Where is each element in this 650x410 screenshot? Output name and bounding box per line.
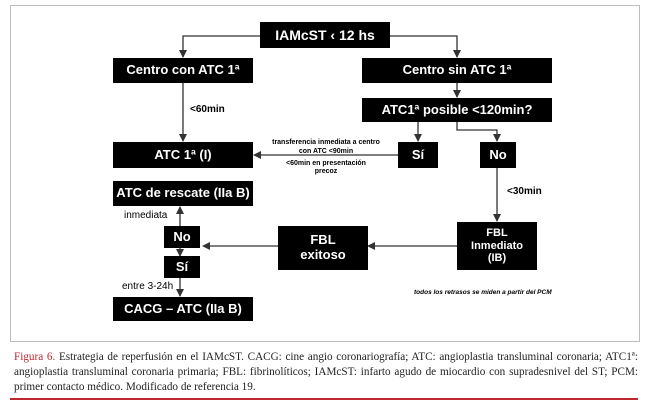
arrow-start-to-centro-con (179, 35, 260, 58)
label-lt60: <60min (190, 104, 225, 115)
node-no-mid: No (164, 226, 200, 248)
node-atc-1: ATC 1ª (I) (113, 142, 253, 168)
node-fbl-inmediato: FBL Inmediato (IB) (457, 222, 537, 270)
label-retrasos: todos los retrasos se miden a partir del… (414, 289, 552, 296)
arrow-posible-to-no (456, 122, 501, 142)
arrow-start-to-centro-sin (390, 35, 461, 58)
transfer-line3: <60min en presentación (286, 159, 366, 167)
transfer-line2: con ATC <90min (298, 147, 354, 155)
label-entre: entre 3-24h (122, 281, 174, 292)
node-centro-con-atc: Centro con ATC 1ª (113, 58, 253, 83)
node-atc-rescate: ATC de rescate (IIa B) (113, 181, 253, 206)
node-start: IAMcST ‹ 12 hs (260, 22, 390, 48)
label-transfer: transferencia inmediata a centro con ATC… (262, 139, 390, 177)
caption-rule (10, 398, 638, 400)
node-si-top: Sí (398, 142, 438, 168)
node-si-bottom: Sí (164, 256, 200, 278)
node-centro-sin-atc: Centro sin ATC 1ª (362, 58, 552, 83)
fbl-inmediato-line2: Inmediato (471, 239, 523, 252)
node-cacg: CACG – ATC (IIa B) (113, 297, 253, 321)
figure-caption: Figura 6. Estrategia de reperfusión en e… (14, 350, 638, 395)
fbl-inmediato-line3: (IB) (487, 252, 507, 265)
fbl-exitoso-line2: exitoso (300, 247, 346, 262)
label-inmediata: inmediata (124, 210, 168, 221)
figure-label: Figura 6. (14, 351, 56, 363)
fbl-exitoso-line1: FBL (310, 232, 336, 248)
transfer-line1: transferencia inmediata a centro (272, 139, 380, 146)
node-fbl-exitoso: FBL exitoso (278, 226, 368, 270)
fbl-inmediato-line1: FBL (486, 227, 508, 240)
node-atc-posible: ATC1ª posible <120min? (362, 98, 552, 122)
caption-text: Estrategia de reperfusión en el IAMcST. … (14, 351, 638, 393)
label-lt30: <30min (507, 186, 542, 197)
node-no-top: No (480, 142, 516, 168)
transfer-line4: precoz (314, 168, 338, 176)
